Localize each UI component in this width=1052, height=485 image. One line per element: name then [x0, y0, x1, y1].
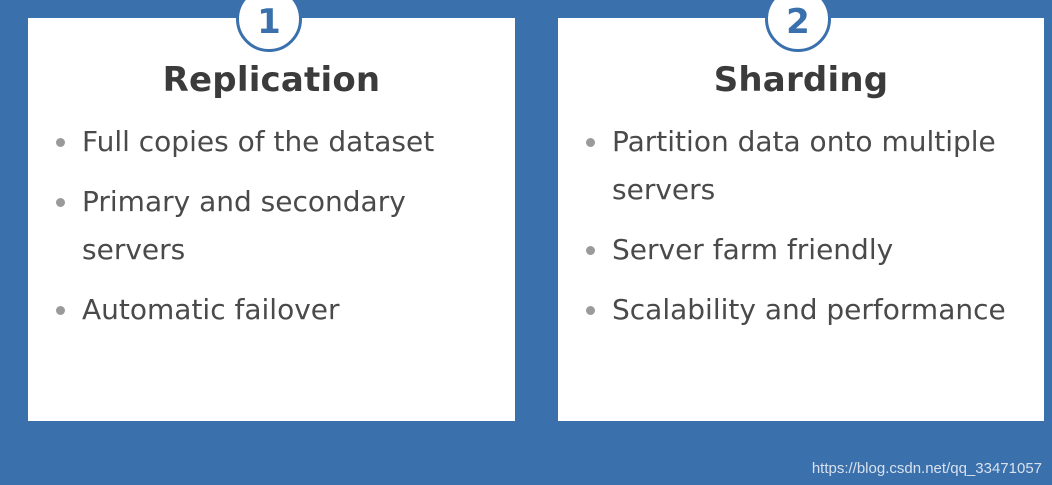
number-badge-1: 1 — [236, 0, 302, 52]
replication-card: 1 Replication Full copies of the dataset… — [28, 0, 515, 421]
list-item-text: Automatic failover — [82, 293, 340, 326]
sharding-card: 2 Sharding Partition data onto multiple … — [558, 0, 1044, 421]
list-item-text: Scalability and performance — [612, 293, 1006, 326]
replication-points: Full copies of the dataset Primary and s… — [52, 118, 505, 346]
bullet-icon — [586, 246, 595, 255]
bullet-icon — [56, 306, 65, 315]
bullet-icon — [586, 138, 595, 147]
list-item: Scalability and performance — [582, 286, 1034, 334]
list-item: Full copies of the dataset — [52, 118, 505, 166]
bullet-icon — [56, 198, 65, 207]
number-badge-2: 2 — [765, 0, 831, 52]
list-item-text: Full copies of the dataset — [82, 125, 435, 158]
list-item-text: Primary and secondary servers — [82, 185, 406, 266]
list-item: Server farm friendly — [582, 226, 1034, 274]
bullet-icon — [56, 138, 65, 147]
sharding-title: Sharding — [713, 60, 889, 100]
watermark-text: https://blog.csdn.net/qq_33471057 — [811, 460, 1042, 477]
list-item: Primary and secondary servers — [52, 178, 505, 274]
list-item-text: Server farm friendly — [612, 233, 894, 266]
list-item: Partition data onto multiple servers — [582, 118, 1034, 214]
sharding-points: Partition data onto multiple servers Ser… — [582, 118, 1034, 346]
list-item: Automatic failover — [52, 286, 505, 334]
bullet-icon — [586, 306, 595, 315]
list-item-text: Partition data onto multiple servers — [612, 125, 996, 206]
replication-title: Replication — [162, 60, 381, 100]
